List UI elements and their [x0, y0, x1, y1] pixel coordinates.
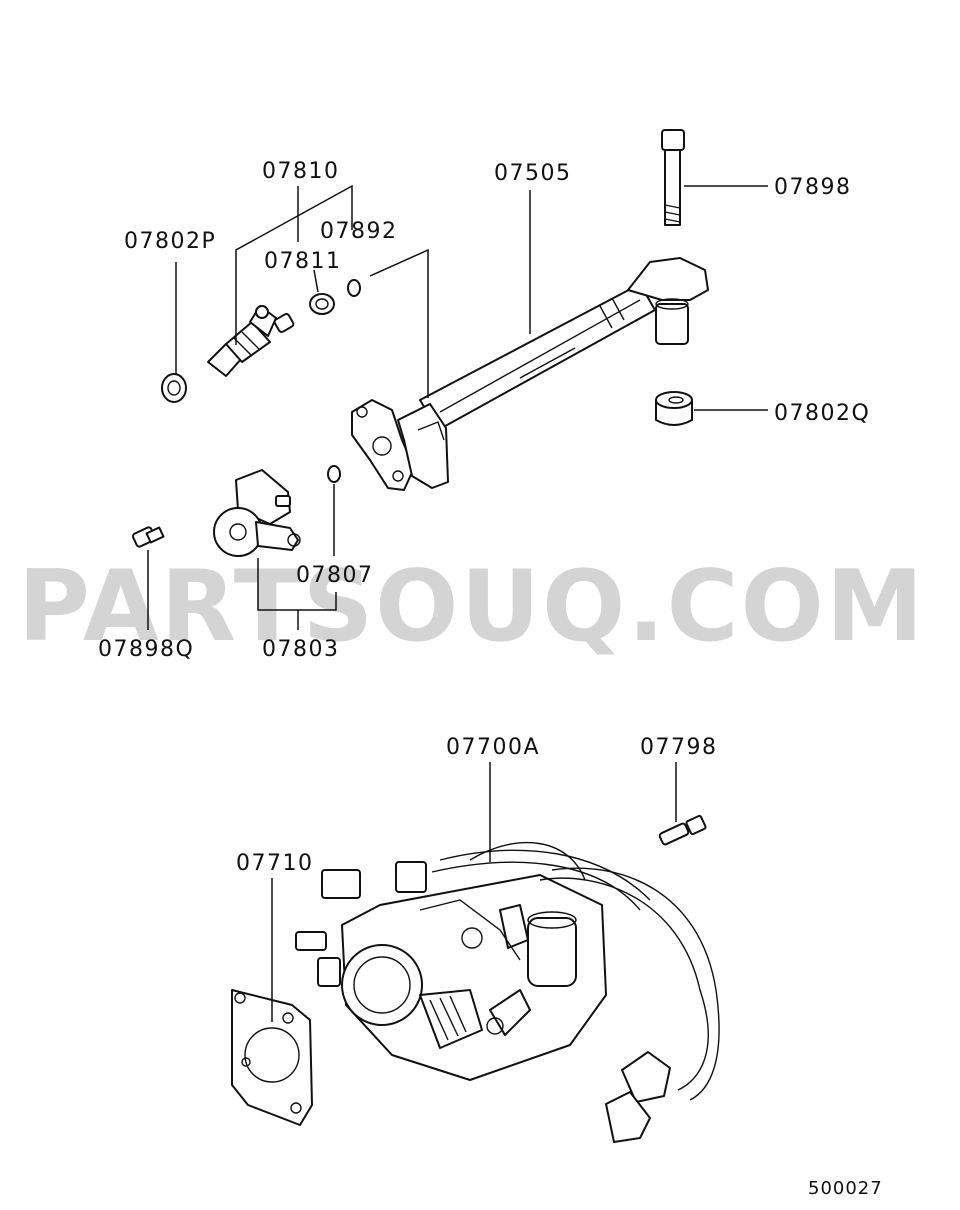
diagram-code: 500027: [808, 1178, 883, 1199]
label-07810[interactable]: 07810: [262, 159, 340, 184]
label-07803[interactable]: 07803: [262, 637, 340, 662]
label-07811[interactable]: 07811: [264, 249, 342, 274]
label-07798[interactable]: 07798: [640, 735, 718, 760]
fuel-rail[interactable]: [351, 257, 709, 491]
leader-lines: [147, 184, 768, 1022]
bolt-07798[interactable]: [658, 814, 707, 846]
injector-07810[interactable]: [207, 305, 295, 377]
insulator-07802q[interactable]: [655, 391, 693, 426]
label-07505[interactable]: 07505: [494, 161, 572, 186]
label-07892[interactable]: 07892: [320, 219, 398, 244]
bolt-07898[interactable]: [661, 129, 685, 226]
label-07700a[interactable]: 07700A: [446, 735, 540, 760]
label-07898[interactable]: 07898: [774, 175, 852, 200]
label-07710[interactable]: 07710: [236, 851, 314, 876]
watermark: PARTSOUQ.COM: [18, 550, 925, 664]
label-07802p[interactable]: 07802P: [124, 229, 216, 254]
o-ring-07892[interactable]: [347, 279, 361, 297]
label-07898q[interactable]: 07898Q: [98, 637, 194, 662]
insulator-07802p[interactable]: [161, 373, 187, 403]
label-07802q[interactable]: 07802Q: [774, 401, 870, 426]
bolt-07898q[interactable]: [131, 526, 165, 548]
label-07807[interactable]: 07807: [296, 563, 374, 588]
grommet-07811[interactable]: [309, 293, 335, 315]
o-ring-07807[interactable]: [327, 465, 341, 483]
throttle-body-07700a[interactable]: [295, 841, 720, 1143]
pressure-regulator-07803[interactable]: [213, 469, 301, 557]
gasket-07710[interactable]: [231, 989, 313, 1126]
